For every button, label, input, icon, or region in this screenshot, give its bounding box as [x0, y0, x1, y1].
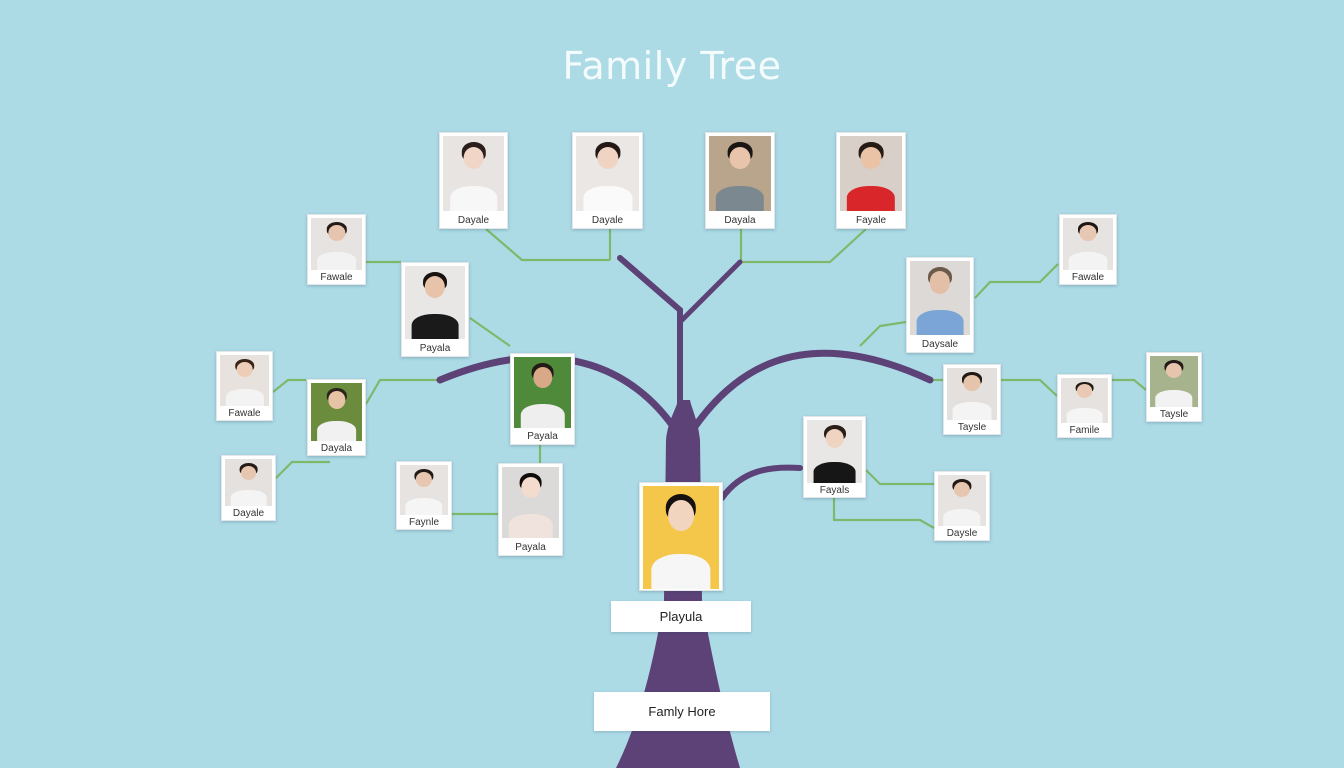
person-photo-icon: [225, 459, 272, 506]
connector-line: [470, 318, 510, 346]
person-photo-icon: [514, 357, 571, 428]
person-photo-icon: [807, 420, 862, 483]
connector-line: [273, 380, 306, 392]
member-card-right-4[interactable]: Famile: [1057, 374, 1112, 438]
member-name-label: Fawale: [1063, 270, 1113, 286]
family-home-banner[interactable]: Famly Hore: [594, 692, 770, 731]
person-photo-icon: [311, 218, 362, 270]
member-name-label: Payala: [514, 428, 571, 446]
member-card-right-1[interactable]: Fawale: [1059, 214, 1117, 285]
member-name-label: Fawale: [220, 406, 269, 422]
member-card-right-3[interactable]: Taysle: [943, 364, 1001, 435]
person-photo-icon: [643, 486, 719, 589]
member-card-top-1[interactable]: Dayale: [439, 132, 508, 229]
member-card-top-2[interactable]: Dayale: [572, 132, 643, 229]
branch-upper-right: [682, 262, 740, 320]
member-name-label: Daysle: [938, 526, 986, 542]
person-photo-icon: [840, 136, 902, 211]
person-photo-icon: [311, 383, 362, 441]
member-card-top-4[interactable]: Fayale: [836, 132, 906, 229]
root-name-label: Playula: [660, 609, 703, 624]
person-photo-icon: [1150, 356, 1198, 407]
connector-line: [860, 322, 906, 346]
person-photo-icon: [405, 266, 465, 339]
family-home-label: Famly Hore: [648, 704, 715, 719]
person-photo-icon: [502, 467, 559, 538]
member-card-left-4[interactable]: Dayala: [307, 379, 366, 456]
person-photo-icon: [220, 355, 269, 406]
person-photo-icon: [400, 465, 448, 515]
member-card-left-2[interactable]: Payala: [401, 262, 469, 357]
connector-line: [975, 264, 1058, 298]
member-card-right-2[interactable]: Daysale: [906, 257, 974, 353]
person-photo-icon: [709, 136, 771, 211]
member-name-label: Dayale: [576, 211, 639, 230]
member-card-left-8[interactable]: Payala: [498, 463, 563, 556]
root-name-banner: Playula: [611, 601, 751, 632]
member-name-label: Daysale: [910, 335, 970, 354]
person-photo-icon: [1063, 218, 1113, 270]
connector-line: [834, 498, 934, 528]
member-card-root[interactable]: [639, 482, 723, 591]
member-card-left-3[interactable]: Fawale: [216, 351, 273, 421]
connector-line: [1112, 380, 1146, 390]
member-card-left-7[interactable]: Faynle: [396, 461, 452, 530]
member-card-left-5[interactable]: Payala: [510, 353, 575, 445]
connector-line: [276, 462, 330, 478]
person-photo-icon: [938, 475, 986, 526]
member-card-top-3[interactable]: Dayala: [705, 132, 775, 229]
member-name-label: Fayals: [807, 483, 862, 499]
member-name-label: Dayale: [225, 506, 272, 522]
member-name-label: Taysle: [947, 420, 997, 436]
member-name-label: Dayala: [709, 211, 771, 230]
person-photo-icon: [443, 136, 504, 211]
member-card-left-1[interactable]: Fawale: [307, 214, 366, 285]
person-photo-icon: [910, 261, 970, 335]
member-name-label: Dayala: [311, 441, 362, 457]
member-name-label: Payala: [405, 339, 465, 358]
connector-line: [366, 380, 445, 404]
person-photo-icon: [947, 368, 997, 420]
member-name-label: Fayale: [840, 211, 902, 230]
member-name-label: Fawale: [311, 270, 362, 286]
branch-root-right: [722, 468, 800, 498]
member-name-label: Taysle: [1150, 407, 1198, 423]
member-name-label: Dayale: [443, 211, 504, 230]
person-photo-icon: [576, 136, 639, 211]
member-name-label: Famile: [1061, 423, 1108, 439]
person-photo-icon: [1061, 378, 1108, 423]
connector-line: [486, 229, 610, 260]
member-card-left-6[interactable]: Dayale: [221, 455, 276, 521]
member-card-right-6[interactable]: Fayals: [803, 416, 866, 498]
member-name-label: Payala: [502, 538, 559, 557]
member-card-right-5[interactable]: Taysle: [1146, 352, 1202, 422]
connector-line: [741, 229, 866, 262]
connector-line: [1001, 380, 1057, 396]
member-name-label: Faynle: [400, 515, 448, 531]
member-card-right-7[interactable]: Daysle: [934, 471, 990, 541]
connector-line: [866, 470, 934, 484]
